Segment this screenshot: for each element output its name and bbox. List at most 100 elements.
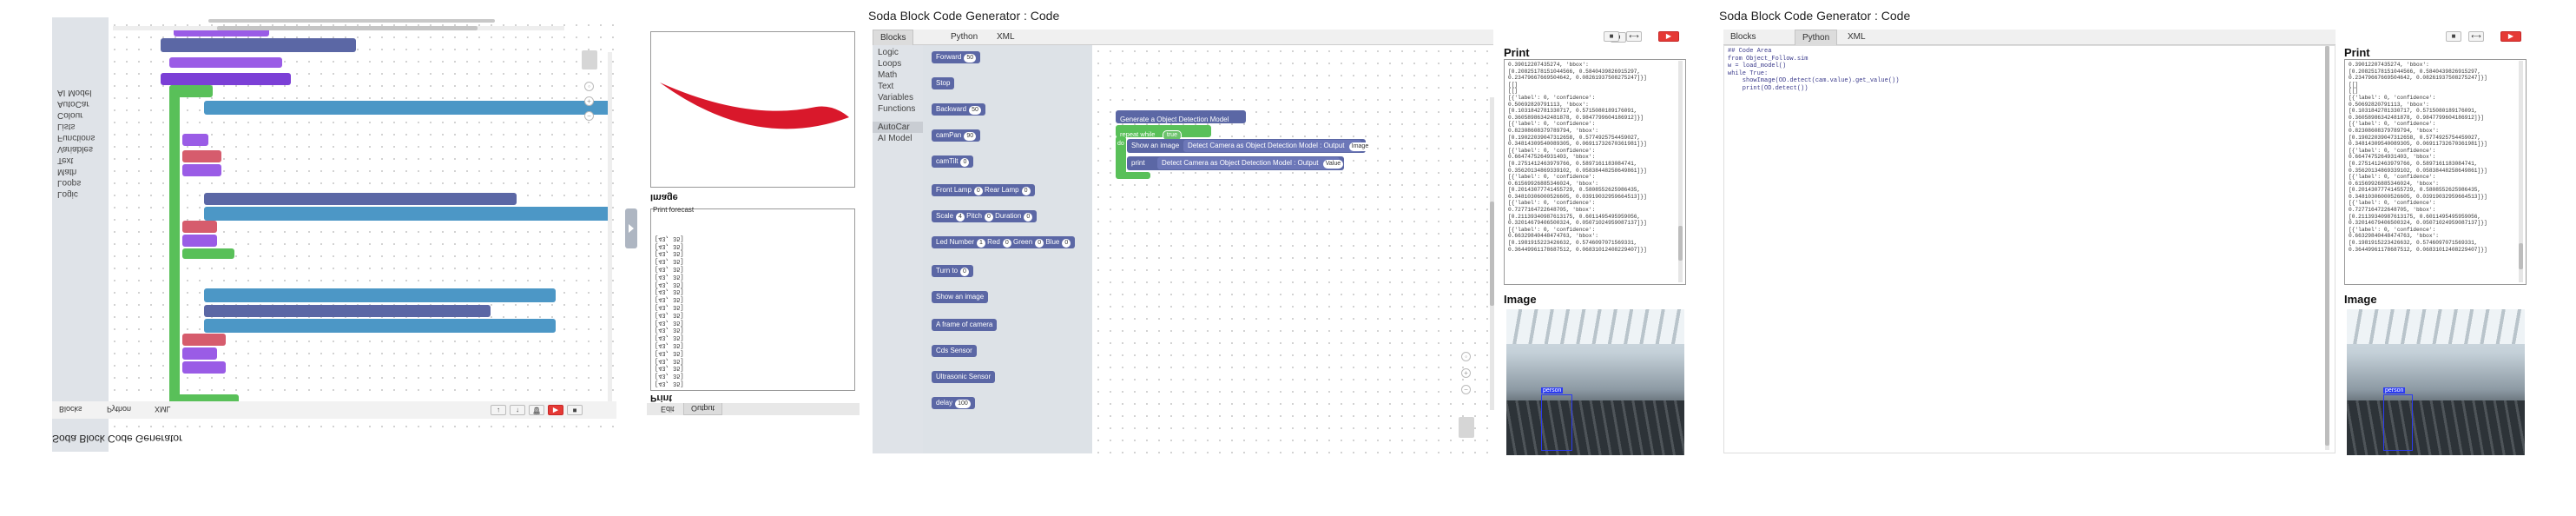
p3-category-item[interactable]: Text <box>878 82 894 91</box>
p3-print-scroll[interactable] <box>1678 61 1683 282</box>
block-backward[interactable] <box>182 150 221 162</box>
p3-category-item[interactable]: AI Model <box>878 134 912 143</box>
flyout-block-value[interactable]: 0 <box>984 213 993 222</box>
p1-top-scroll[interactable] <box>208 19 495 23</box>
p3-category-item[interactable]: Loops <box>878 59 902 69</box>
flyout-block[interactable]: Show an image <box>932 291 989 303</box>
long-block-row-5[interactable] <box>204 193 517 205</box>
flyout-block[interactable]: Cds Sensor <box>932 345 977 357</box>
pause-block[interactable] <box>182 248 234 259</box>
flyout-block-value[interactable]: 50 <box>964 54 977 63</box>
p4-code-vscroll[interactable] <box>2325 46 2329 450</box>
forever-block-bottom[interactable] <box>169 85 213 97</box>
p3-trash-icon[interactable] <box>1459 417 1474 438</box>
p4-tab-blocks[interactable]: Blocks <box>1730 32 1756 42</box>
long-block-row-4[interactable] <box>204 207 612 221</box>
p1-category-item[interactable]: Logic <box>57 189 78 199</box>
workspace-vscroll[interactable] <box>608 52 612 417</box>
p3-square-button[interactable]: ■ <box>1604 31 1619 42</box>
block-motor-a[interactable] <box>182 235 217 247</box>
flyout-block-value[interactable]: 50 <box>969 106 981 115</box>
forever-block-spine[interactable] <box>169 85 180 407</box>
p1-stop-button[interactable]: ■ <box>567 405 583 415</box>
flyout-block[interactable]: A frame of camera <box>932 319 998 331</box>
flyout-block-value[interactable]: 90 <box>964 132 977 141</box>
p3-run-button[interactable]: ▶ <box>1658 31 1679 42</box>
p1-category-item[interactable]: Lists <box>57 122 76 131</box>
p1-category-item[interactable]: AutoCar <box>57 99 89 109</box>
p1-category-item[interactable]: AI Model <box>57 88 92 97</box>
p3-tab-xml[interactable]: XML <box>997 32 1015 42</box>
p1-tab-blocks[interactable]: Blocks <box>59 405 82 413</box>
p3-workspace[interactable]: Generate a Object Detection Model repeat… <box>1092 45 1498 453</box>
p1-trash-button[interactable]: 🗑 <box>529 405 544 415</box>
p1-tab-xml[interactable]: XML <box>155 405 171 413</box>
zoom-out-icon[interactable]: − <box>584 111 594 121</box>
generate-model-block[interactable]: Generate a Object Detection Model <box>1116 110 1246 123</box>
p3-category-item[interactable]: AutoCar <box>873 122 923 133</box>
flyout-block[interactable]: Stop <box>932 77 955 89</box>
long-block-row-1[interactable] <box>204 319 556 333</box>
p3-zoom-in-icon[interactable]: + <box>1461 368 1471 378</box>
flyout-block[interactable]: Ultrasonic Sensor <box>932 371 996 383</box>
p1-category-item[interactable]: Math <box>57 167 77 176</box>
p1-category-item[interactable]: Colour <box>57 110 83 120</box>
workspace[interactable] <box>109 17 616 433</box>
p2-tab-output[interactable]: Output <box>683 403 723 415</box>
long-block-row-6[interactable] <box>204 101 612 115</box>
flyout-block-value[interactable]: 0 <box>1062 239 1071 248</box>
detect-block-2[interactable] <box>169 57 282 68</box>
p3-category-item[interactable]: Math <box>878 70 898 80</box>
block-forward[interactable] <box>182 164 221 176</box>
p3-category-item[interactable]: Functions <box>878 104 916 114</box>
p3-zoom-out-icon[interactable]: − <box>1461 385 1471 394</box>
p3-category-item[interactable]: Logic <box>878 48 899 57</box>
p4-tab-python[interactable]: Python <box>1795 30 1838 45</box>
p3-zoom-center-icon[interactable]: ◦ <box>1461 352 1471 361</box>
detect-image-dropdown[interactable]: Image <box>1348 142 1372 151</box>
detect-value-block[interactable]: Detect Camera as Object Detection Model … <box>1157 157 1344 169</box>
p4-tab-xml[interactable]: XML <box>1848 32 1866 42</box>
p4-run-button[interactable]: ▶ <box>2500 31 2521 42</box>
p3-swap-button[interactable]: ⟷ <box>1626 31 1642 42</box>
flyout-block-value[interactable]: 0 <box>1021 187 1031 195</box>
block-campan[interactable] <box>182 347 217 360</box>
p2-side-handle[interactable] <box>625 208 637 248</box>
flyout-block-value[interactable]: 0 <box>1002 239 1011 248</box>
trash-can-icon[interactable] <box>582 50 597 69</box>
long-block-row-3[interactable] <box>204 288 556 302</box>
print-block[interactable]: print Detect Camera as Object Detection … <box>1127 156 1344 170</box>
flyout-block-value[interactable]: 4 <box>956 213 965 222</box>
block-set-pin[interactable] <box>182 334 226 346</box>
repeat-while-block[interactable]: repeat while true <box>1116 125 1211 141</box>
block-camtilt[interactable] <box>182 361 226 374</box>
block-motor-b[interactable] <box>182 221 217 233</box>
p1-run-button[interactable]: ▶ <box>548 405 563 415</box>
show-image-block[interactable]: Show an image Detect Camera as Object De… <box>1127 139 1372 153</box>
detect-block-1[interactable] <box>161 73 291 85</box>
p1-tab-python[interactable]: Python <box>107 405 132 413</box>
workspace-hscroll[interactable] <box>113 26 564 30</box>
p3-tab-python[interactable]: Python <box>951 32 978 42</box>
p4-print-scroll[interactable] <box>2519 61 2523 282</box>
zoom-in-icon[interactable]: + <box>584 96 594 106</box>
p2-tab-edit[interactable]: Edit <box>661 405 675 413</box>
detect-value-dropdown[interactable]: Value <box>1322 160 1344 169</box>
p4-square-button[interactable]: ■ <box>2446 31 2461 42</box>
block-lamp[interactable] <box>182 134 208 146</box>
p1-category-item[interactable]: Functions <box>57 133 96 142</box>
p1-upload-button[interactable]: ↑ <box>510 405 525 415</box>
p1-category-item[interactable]: Variables <box>57 144 93 154</box>
long-block-row-2[interactable] <box>204 305 491 317</box>
flyout-block-value[interactable]: 0 <box>1035 239 1044 248</box>
